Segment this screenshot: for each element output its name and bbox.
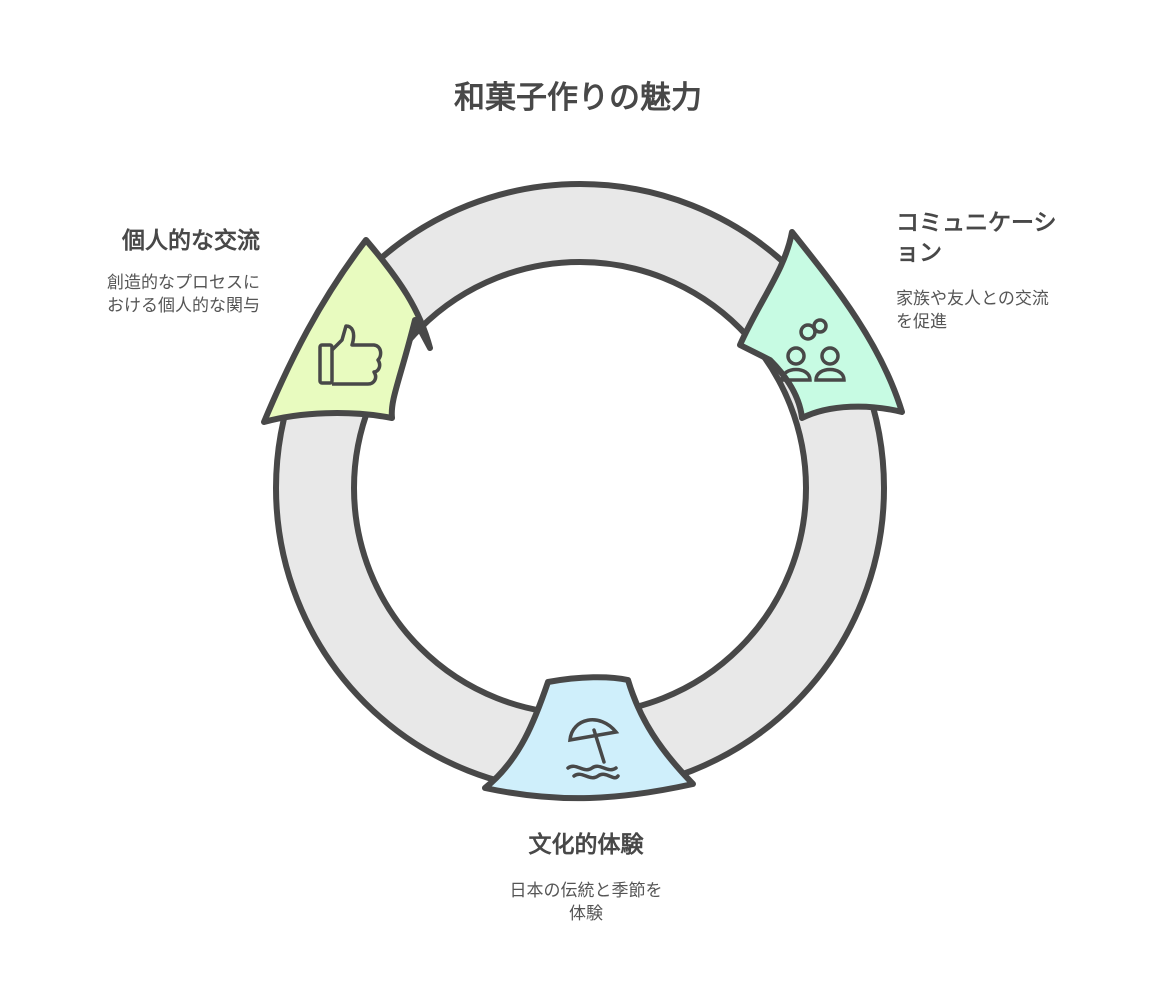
heading-line: ョン <box>896 240 942 266</box>
thumbs-up-icon <box>318 324 383 386</box>
personal-description: 創造的なプロセスに おける個人的な関与 <box>107 272 260 318</box>
description-line: 体験 <box>569 904 603 924</box>
beach-umbrella-icon <box>566 718 620 780</box>
heading-line: コミュニケーシ <box>896 210 1057 236</box>
cultural-description: 日本の伝統と季節を 体験 <box>436 880 736 926</box>
communication-description: 家族や友人との交流 を促進 <box>896 288 1049 334</box>
communication-heading: コミュニケーシ ョン <box>896 208 1057 268</box>
description-line: を促進 <box>896 312 947 332</box>
cultural-heading: 文化的体験 <box>528 832 644 858</box>
arrow-personal <box>261 237 433 425</box>
diagram-title: 和菓子作りの魅力 <box>454 80 702 116</box>
description-line: 創造的なプロセスに <box>107 273 260 293</box>
arrow-cultural <box>482 674 696 802</box>
people-icon <box>780 318 846 382</box>
description-line: おける個人的な関与 <box>107 296 260 316</box>
description-line: 家族や友人との交流 <box>896 289 1049 309</box>
personal-heading: 個人的な交流 <box>122 228 260 254</box>
description-line: 日本の伝統と季節を <box>509 881 663 901</box>
arrow-communication <box>737 229 905 421</box>
